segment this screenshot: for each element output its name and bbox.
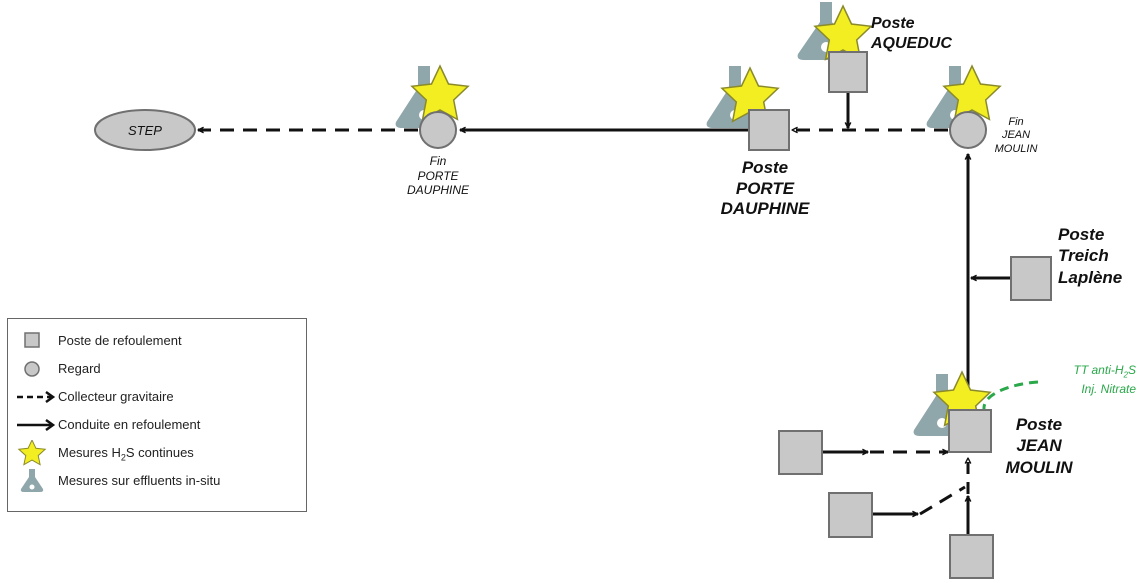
label-poste-aqueduc: Poste AQUEDUC (871, 14, 952, 53)
legend-item-h2s: Mesures H2S continues (8, 440, 304, 466)
legend-label: Regard (58, 361, 101, 376)
label-poste-jean-moulin: Poste JEAN MOULIN (996, 414, 1082, 478)
label-line: JEAN (1016, 436, 1062, 456)
star-icon (942, 64, 1002, 121)
square-icon (24, 332, 40, 348)
legend-item-poste: Poste de refoulement (8, 328, 304, 354)
label-line: PORTE (417, 168, 459, 183)
label-treatment: TT anti-H2S Inj. Nitrate (1030, 362, 1136, 397)
label-line: Fin (1008, 116, 1024, 128)
dashed-arrow-icon (17, 390, 56, 404)
legend-label: Poste de refoulement (58, 333, 182, 348)
upstream-station-middle (828, 492, 873, 538)
solid-arrow-icon (17, 418, 56, 432)
step-node (94, 109, 196, 151)
label-poste-porte-dauphine: Poste PORTE DAUPHINE (700, 158, 830, 220)
flask-icon (20, 469, 44, 492)
poste-porte-dauphine-station (748, 109, 790, 151)
label-line: Poste (871, 15, 915, 32)
label-poste-treich-laplene: Poste Treich Laplène (1058, 224, 1122, 288)
label-fin-jean-moulin: Fin JEAN MOULIN (988, 116, 1044, 156)
label-line: Poste (741, 158, 789, 177)
treatment-prefix: TT anti-H (1073, 363, 1124, 377)
label-line: Treich (1058, 246, 1109, 266)
label-line: Fin (429, 154, 447, 168)
label-line: JEAN (1001, 129, 1031, 142)
label-line: Poste (1058, 225, 1105, 244)
label-line: Laplène (1058, 267, 1123, 287)
legend: Poste de refoulement Regard Collecteur g… (7, 318, 307, 512)
upstream-station-left (778, 430, 823, 475)
star-icon (813, 4, 873, 61)
upstream-station-bottom (949, 534, 994, 579)
label-line: MOULIN (994, 142, 1038, 155)
legend-label: Mesures sur effluents in-situ (58, 473, 221, 488)
legend-label-suffix: S continues (125, 445, 194, 460)
poste-jean-moulin-station (948, 409, 992, 453)
label-line: MOULIN (1005, 457, 1073, 477)
regard-fin-jean-moulin (949, 111, 987, 149)
label-line: DAUPHINE (406, 183, 469, 198)
poste-aqueduc-station (828, 51, 868, 93)
poste-treich-laplene-station (1010, 256, 1052, 301)
legend-item-regard: Regard (8, 356, 304, 382)
star-icon (410, 64, 470, 121)
collector-middle-station-dashed (919, 485, 966, 516)
label-line: AQUEDUC (871, 34, 952, 52)
circle-icon (24, 361, 40, 377)
legend-item-collecteur: Collecteur gravitaire (8, 384, 304, 410)
treatment-sub: 2 (1123, 370, 1128, 380)
label-line: DAUPHINE (720, 199, 810, 219)
legend-label: Conduite en refoulement (58, 417, 201, 432)
label-line: Poste (1015, 415, 1063, 434)
treatment-line-2: Inj. Nitrate (1081, 382, 1136, 397)
legend-label: Mesures H2S continues (58, 445, 194, 463)
star-icon (17, 440, 47, 466)
legend-label-sub: 2 (120, 452, 126, 463)
legend-item-effluents: Mesures sur effluents in-situ (8, 468, 304, 494)
regard-fin-porte-dauphine (419, 111, 457, 149)
label-line: PORTE (735, 178, 795, 198)
treatment-line-1: TT anti-H2S (1030, 362, 1136, 381)
legend-item-conduite: Conduite en refoulement (8, 412, 304, 438)
label-fin-porte-dauphine: Fin PORTE DAUPHINE (388, 154, 488, 198)
legend-label: Collecteur gravitaire (58, 389, 174, 404)
step-label: STEP (128, 123, 162, 138)
treatment-suffix: S (1127, 363, 1136, 377)
legend-label-prefix: Mesures H (58, 445, 121, 460)
